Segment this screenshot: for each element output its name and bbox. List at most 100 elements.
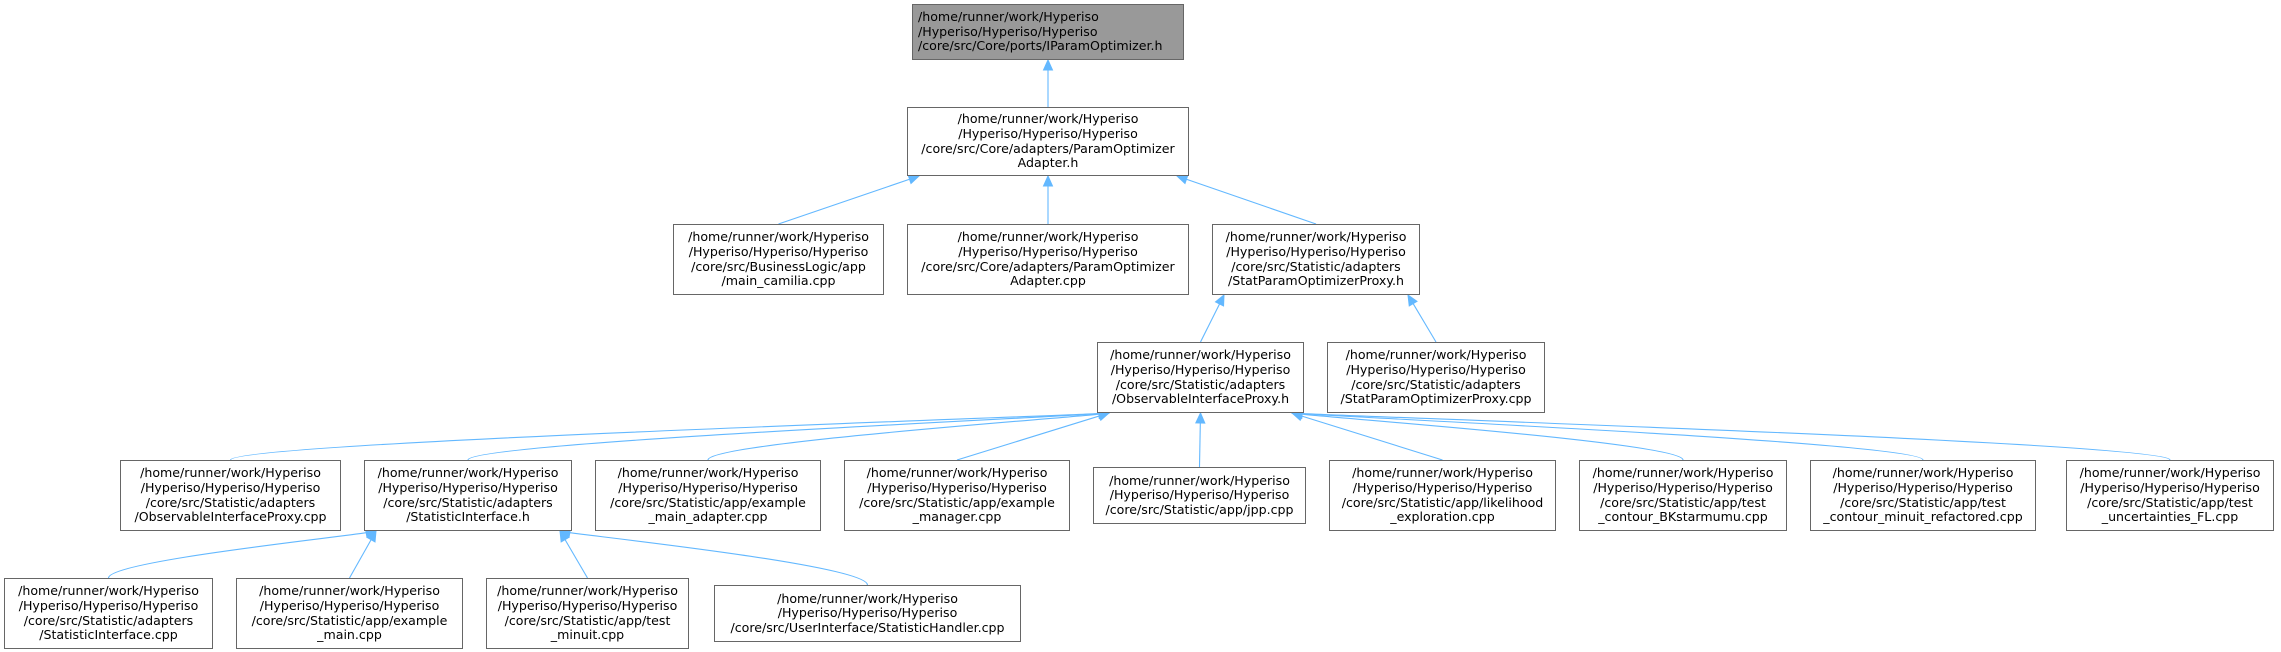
node-line: /Hyperiso/Hyperiso/Hyperiso (1109, 487, 1290, 503)
arrow-head (1407, 293, 1418, 307)
node-line: /home/runner/work/Hyperiso (866, 465, 1048, 481)
node-line: _contour_minuit_refactored.cpp (1823, 509, 2023, 525)
node-line: /core/src/Core/adapters/ParamOptimizer (921, 258, 1175, 274)
node-line: /home/runner/work/Hyperiso (2079, 465, 2261, 481)
node-line: _main.cpp (317, 627, 382, 643)
node-line: /core/src/Statistic/adapters (1351, 376, 1521, 392)
node-observableinterfaceproxy-cpp[interactable]: /home/runner/work/Hyperiso /Hyperiso/Hyp… (120, 460, 341, 531)
node-example-manager-cpp[interactable]: /home/runner/work/Hyperiso /Hyperiso/Hyp… (844, 460, 1070, 531)
node-line: /core/src/Statistic/app/test (1840, 494, 2006, 510)
node-line: _uncertainties_FL.cpp (2101, 509, 2239, 525)
dependency-edge (1301, 413, 1684, 461)
node-line: /Hyperiso/Hyperiso/Hyperiso (688, 243, 869, 259)
node-test-contour-bkstarmumu-cpp[interactable]: /home/runner/work/Hyperiso /Hyperiso/Hyp… (1579, 460, 1787, 531)
dependency-edge (229, 412, 1100, 461)
node-line: Adapter.h (1017, 155, 1079, 171)
node-line: /core/src/Statistic/app/example (251, 612, 448, 628)
dependency-edge (349, 539, 372, 579)
node-line: /core/src/Statistic/adapters (23, 612, 194, 628)
node-line: /ObservableInterfaceProxy.h (1111, 391, 1290, 407)
node-line: /Hyperiso/Hyperiso/Hyperiso (18, 597, 199, 613)
node-line: /core/src/UserInterface/StatisticHandler… (730, 619, 1005, 635)
node-line: _exploration.cpp (1390, 509, 1495, 525)
node-line: /home/runner/work/Hyperiso (497, 583, 678, 599)
node-line: /StatisticInterface.h (406, 509, 530, 525)
node-line: /home/runner/work/Hyperiso (377, 465, 559, 481)
node-iparamoptimizer-h[interactable]: /home/runner/work/Hyperiso /Hyperiso/Hyp… (912, 4, 1184, 60)
dependency-edge (1200, 303, 1221, 343)
node-line: /Hyperiso/Hyperiso/Hyperiso (2080, 479, 2260, 495)
node-line: /StatisticInterface.cpp (39, 627, 178, 643)
node-example-main-adapter-cpp[interactable]: /home/runner/work/Hyperiso /Hyperiso/Hyp… (595, 460, 821, 531)
node-line: /Hyperiso/Hyperiso/Hyperiso (958, 243, 1138, 259)
dependency-edge (1186, 178, 1317, 225)
node-example-main-cpp[interactable]: /home/runner/work/Hyperiso /Hyperiso/Hyp… (236, 578, 463, 649)
node-line: /core/src/Statistic/app/example (859, 494, 1055, 510)
node-test-minuit-cpp[interactable]: /home/runner/work/Hyperiso /Hyperiso/Hyp… (486, 578, 689, 649)
node-likelihood-exploration-cpp[interactable]: /home/runner/work/Hyperiso /Hyperiso/Hyp… (1329, 460, 1556, 531)
node-observableinterfaceproxy-h[interactable]: /home/runner/work/Hyperiso /Hyperiso/Hyp… (1097, 342, 1304, 413)
arrow-head (1195, 411, 1206, 424)
node-line: /Hyperiso/Hyperiso/Hyperiso (378, 479, 558, 495)
node-line: /home/runner/work/Hyperiso (1352, 465, 1533, 481)
node-paramoptimizeradapter-cpp[interactable]: /home/runner/work/Hyperiso /Hyperiso/Hyp… (907, 224, 1189, 295)
node-line: /core/src/Statistic/app/test (2087, 494, 2253, 510)
node-statparamoptimizerproxy-cpp[interactable]: /home/runner/work/Hyperiso /Hyperiso/Hyp… (1327, 342, 1545, 413)
node-line: /home/runner/work/Hyperiso (18, 583, 199, 599)
node-statisticinterface-h[interactable]: /home/runner/work/Hyperiso /Hyperiso/Hyp… (364, 460, 572, 531)
node-line: /Hyperiso/Hyperiso/Hyperiso (958, 125, 1138, 141)
node-line: /Hyperiso/Hyperiso/Hyperiso (497, 597, 678, 613)
node-line: _main_adapter.cpp (648, 509, 768, 525)
node-line: /home/runner/work/Hyperiso (140, 465, 321, 481)
arrow-head (1042, 58, 1054, 71)
node-test-uncertainties-fl-cpp[interactable]: /home/runner/work/Hyperiso /Hyperiso/Hyp… (2066, 460, 2274, 531)
dependency-edge (1301, 412, 2171, 461)
dependency-edge (956, 415, 1100, 461)
arrow-head (1042, 174, 1054, 187)
node-statparamoptimizerproxy-h[interactable]: /home/runner/work/Hyperiso /Hyperiso/Hyp… (1212, 224, 1420, 295)
node-line: /Hyperiso/Hyperiso/Hyperiso (1226, 243, 1406, 259)
node-line: _contour_BKstarmumu.cpp (1598, 509, 1768, 525)
node-line: /Hyperiso/Hyperiso/Hyperiso (140, 479, 321, 495)
node-line: /Hyperiso/Hyperiso/Hyperiso (1110, 361, 1291, 377)
node-line: /Hyperiso/Hyperiso/Hyperiso (259, 597, 440, 613)
node-line: /main_camilia.cpp (721, 273, 836, 289)
node-statisticinterface-cpp[interactable]: /home/runner/work/Hyperiso /Hyperiso/Hyp… (4, 578, 213, 649)
node-line: /core/src/Statistic/app/test (504, 612, 671, 628)
node-line: /core/src/Statistic/adapters (1231, 258, 1401, 274)
node-line: /home/runner/work/Hyperiso (1832, 465, 2014, 481)
node-line: /core/src/BusinessLogic/app (691, 258, 866, 274)
node-line: /home/runner/work/Hyperiso (957, 229, 1139, 245)
node-jpp-cpp[interactable]: /home/runner/work/Hyperiso /Hyperiso/Hyp… (1093, 467, 1306, 524)
dependency-edge (1412, 303, 1437, 343)
node-line: /home/runner/work/Hyperiso (1345, 347, 1527, 363)
dependency-edge (1301, 413, 1924, 461)
node-line: /home/runner/work/Hyperiso (777, 590, 958, 606)
dependency-edge (1301, 415, 1443, 461)
node-line: /home/runner/work/Hyperiso (259, 583, 440, 599)
node-statistichandler-cpp[interactable]: /home/runner/work/Hyperiso /Hyperiso/Hyp… (714, 585, 1021, 642)
node-line: Adapter.cpp (1010, 273, 1086, 289)
node-line: /core/src/Statistic/app/likelihood (1341, 494, 1544, 510)
node-line: /home/runner/work/Hyperiso (918, 9, 1099, 25)
node-line: /Hyperiso/Hyperiso/Hyperiso (777, 605, 958, 621)
node-line: /Hyperiso/Hyperiso/Hyperiso (618, 479, 798, 495)
node-test-contour-minuit-refactored-cpp[interactable]: /home/runner/work/Hyperiso /Hyperiso/Hyp… (1810, 460, 2036, 531)
node-line: /core/src/Statistic/app/test (1600, 494, 1766, 510)
node-main-camilia-cpp[interactable]: /home/runner/work/Hyperiso /Hyperiso/Hyp… (673, 224, 884, 295)
node-line: /core/src/Statistic/app/example (610, 494, 806, 510)
dependency-edge (778, 178, 910, 225)
node-line: /core/src/Core/ports/IParamOptimizer.h (918, 38, 1163, 54)
node-line: _manager.cpp (912, 509, 1002, 525)
node-line: /core/src/Core/adapters/ParamOptimizer (921, 140, 1175, 156)
node-line: /home/runner/work/Hyperiso (617, 465, 799, 481)
node-line: /Hyperiso/Hyperiso/Hyperiso (1593, 479, 1773, 495)
node-line: /home/runner/work/Hyperiso (1109, 472, 1290, 488)
node-paramoptimizeradapter-h[interactable]: /home/runner/work/Hyperiso /Hyperiso/Hyp… (907, 107, 1189, 176)
node-line: /Hyperiso/Hyperiso/Hyperiso (1833, 479, 2013, 495)
node-line: /Hyperiso/Hyperiso/Hyperiso (1352, 479, 1533, 495)
node-line: /home/runner/work/Hyperiso (1110, 347, 1291, 363)
node-line: /StatParamOptimizerProxy.cpp (1340, 391, 1532, 407)
arrow-head (1214, 293, 1225, 307)
